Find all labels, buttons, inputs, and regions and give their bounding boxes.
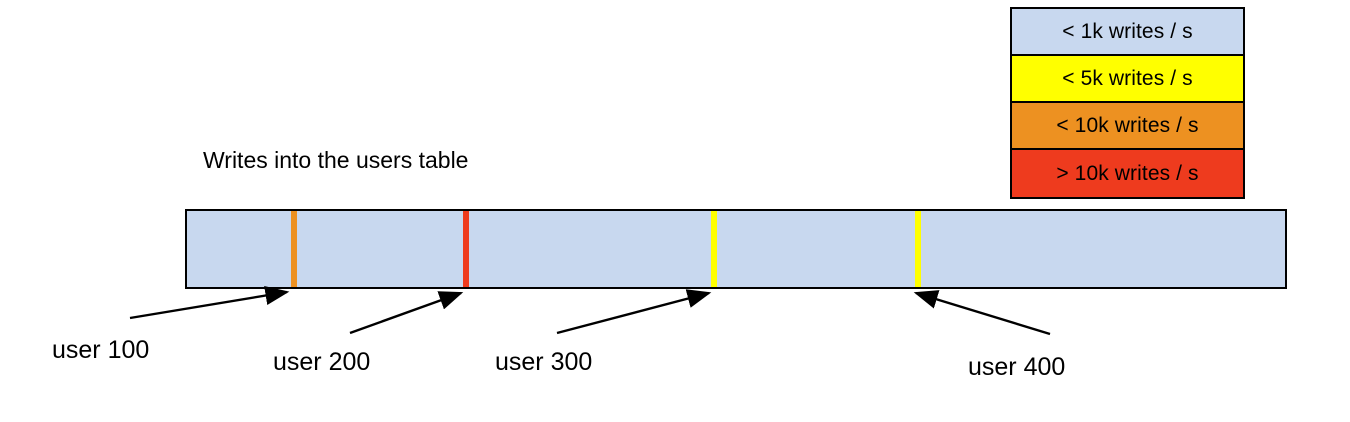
callout-label-user-100: user 100 bbox=[52, 336, 150, 364]
callout-arrow-user-400 bbox=[913, 290, 1051, 336]
callout-label-user-300: user 300 bbox=[495, 348, 593, 376]
callout-arrow-user-100 bbox=[129, 286, 290, 320]
callout-arrow-user-300 bbox=[556, 289, 712, 335]
bar-stripe-user-400 bbox=[915, 211, 921, 287]
bar-stripe-user-100 bbox=[291, 211, 297, 287]
legend-row-label: > 10k writes / s bbox=[1056, 162, 1199, 185]
callout-arrow-user-200 bbox=[349, 291, 464, 335]
legend-row-label: < 10k writes / s bbox=[1056, 114, 1199, 137]
legend-row-over-10k: > 10k writes / s bbox=[1012, 150, 1243, 197]
callout-label-user-200: user 200 bbox=[273, 348, 371, 376]
chart-title: Writes into the users table bbox=[203, 147, 469, 173]
legend-row-label: < 5k writes / s bbox=[1062, 67, 1193, 90]
callout-label-user-400: user 400 bbox=[968, 353, 1066, 381]
bar-stripe-user-300 bbox=[711, 211, 717, 287]
legend-row-under-10k: < 10k writes / s bbox=[1012, 103, 1243, 150]
bar-stripe-user-200 bbox=[463, 211, 469, 287]
users-table-write-bar bbox=[185, 209, 1287, 289]
legend-row-label: < 1k writes / s bbox=[1062, 20, 1193, 43]
legend-row-under-1k: < 1k writes / s bbox=[1012, 9, 1243, 56]
legend-row-under-5k: < 5k writes / s bbox=[1012, 56, 1243, 103]
write-rate-legend: < 1k writes / s < 5k writes / s < 10k wr… bbox=[1010, 7, 1245, 199]
